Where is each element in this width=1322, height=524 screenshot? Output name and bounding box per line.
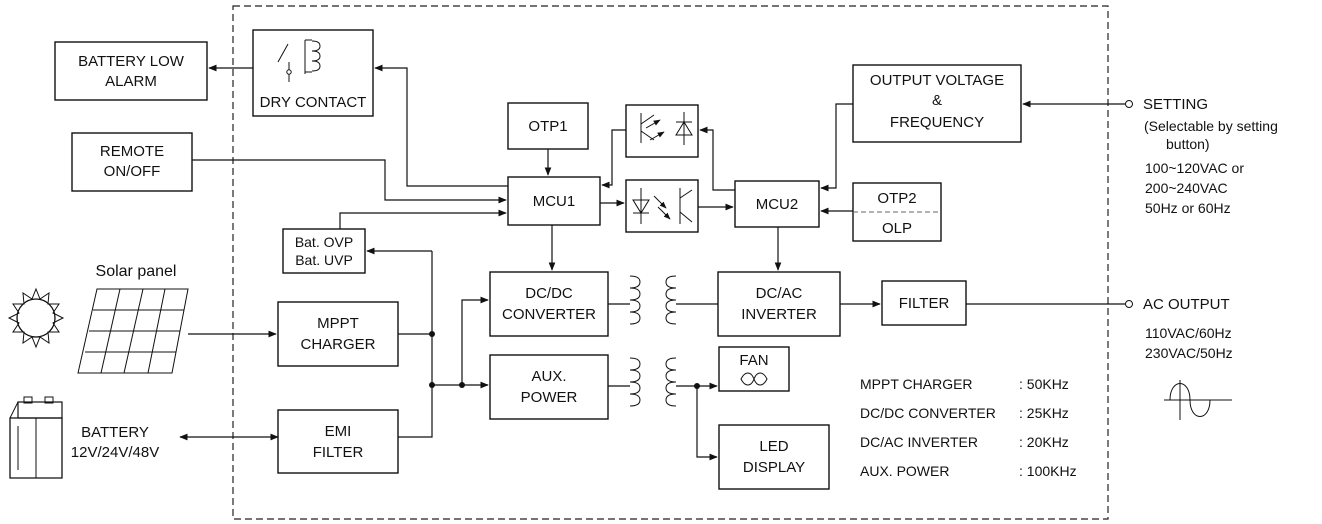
- solar-panel-label: Solar panel: [96, 263, 177, 280]
- transformer-icon: [629, 357, 677, 407]
- battery-low-alarm-line1: BATTERY LOW: [78, 53, 185, 70]
- optocoupler-top: [625, 104, 699, 158]
- battery-label: BATTERY: [81, 424, 149, 441]
- battery-voltage-label: 12V/24V/48V: [71, 444, 159, 461]
- otp2-label: OTP2: [877, 190, 916, 207]
- aux-line2: POWER: [521, 389, 578, 406]
- mcu1-block: MCU1: [507, 176, 601, 226]
- remote-onoff-block: REMOTE ON/OFF: [71, 132, 193, 192]
- transformer-icon: [629, 275, 677, 325]
- freq-value-1: : 25KHz: [1019, 405, 1069, 421]
- optocoupler-icon: [632, 188, 693, 224]
- freq-value-2: : 20KHz: [1019, 434, 1069, 450]
- mcu2-block: MCU2: [734, 180, 820, 228]
- fan-icon: [740, 372, 768, 386]
- emi-line2: FILTER: [313, 444, 364, 461]
- fan-block: FAN: [718, 346, 790, 392]
- setting-range2: 200~240VAC: [1145, 180, 1228, 196]
- led-display-block: LED DISPLAY: [718, 424, 830, 490]
- otp2-olp-block: OTP2 OLP: [852, 182, 942, 242]
- battery-icon: [9, 396, 63, 479]
- dcdc-line1: DC/DC: [525, 285, 573, 302]
- dry-contact-block: DRY CONTACT: [252, 29, 374, 117]
- output-vf-line3: FREQUENCY: [890, 114, 984, 131]
- filter-block: FILTER: [881, 280, 967, 326]
- dry-contact-label: DRY CONTACT: [260, 94, 367, 111]
- relay-icon: [277, 39, 321, 82]
- dcac-inverter-block: DC/AC INVERTER: [717, 271, 841, 337]
- filter-label: FILTER: [899, 295, 950, 312]
- unit-enclosure: [232, 5, 1109, 520]
- emi-line1: EMI: [325, 423, 352, 440]
- dcac-line1: DC/AC: [756, 285, 803, 302]
- ac-output-label: AC OUTPUT: [1143, 296, 1230, 313]
- fan-label: FAN: [739, 352, 768, 369]
- sine-wave-icon: [1164, 380, 1232, 420]
- battery-low-alarm-block: BATTERY LOW ALARM: [54, 41, 208, 101]
- dcdc-line2: CONVERTER: [502, 306, 596, 323]
- mppt-line2: CHARGER: [300, 336, 375, 353]
- freq-name-3: AUX. POWER: [860, 463, 949, 479]
- dcdc-converter-block: DC/DC CONVERTER: [489, 271, 609, 337]
- setting-desc-line1: (Selectable by setting: [1144, 118, 1278, 134]
- setting-range1: 100~120VAC or: [1145, 160, 1244, 176]
- ac-output-230: 230VAC/50Hz: [1145, 345, 1233, 361]
- mppt-line1: MPPT: [317, 315, 359, 332]
- optocoupler-icon: [640, 112, 693, 145]
- connections: [179, 64, 1133, 461]
- freq-value-3: : 100KHz: [1019, 463, 1077, 479]
- bat-uvp-label: Bat. UVP: [295, 252, 353, 268]
- battery-low-alarm-line2: ALARM: [105, 73, 157, 90]
- freq-value-0: : 50KHz: [1019, 376, 1069, 392]
- mcu1-label: MCU1: [533, 193, 576, 210]
- aux-line1: AUX.: [531, 368, 566, 385]
- remote-line1: REMOTE: [100, 143, 164, 160]
- mcu2-label: MCU2: [756, 196, 799, 213]
- output-vf-line1: OUTPUT VOLTAGE: [870, 72, 1004, 89]
- aux-power-block: AUX. POWER: [489, 354, 609, 420]
- olp-label: OLP: [882, 220, 912, 237]
- led-line1: LED: [759, 438, 788, 455]
- led-line2: DISPLAY: [743, 459, 805, 476]
- dcac-line2: INVERTER: [741, 306, 817, 323]
- ac-output-110: 110VAC/60Hz: [1145, 325, 1232, 341]
- bat-ovp-uvp-block: Bat. OVP Bat. UVP: [282, 228, 366, 274]
- freq-name-1: DC/DC CONVERTER: [860, 405, 996, 421]
- otp1-label: OTP1: [528, 118, 567, 135]
- frequency-table: MPPT CHARGER : 50KHz DC/DC CONVERTER : 2…: [860, 376, 1077, 479]
- remote-line2: ON/OFF: [104, 163, 161, 180]
- sun-icon: [7, 287, 65, 349]
- solar-panel-icon: [77, 288, 189, 374]
- output-vf-line2: &: [932, 92, 942, 109]
- setting-desc-line2: button): [1166, 136, 1210, 152]
- emi-filter-block: EMI FILTER: [277, 409, 399, 474]
- output-voltage-frequency-block: OUTPUT VOLTAGE & FREQUENCY: [852, 64, 1022, 143]
- bat-ovp-label: Bat. OVP: [295, 234, 353, 250]
- otp1-block: OTP1: [507, 102, 589, 150]
- freq-name-2: DC/AC INVERTER: [860, 434, 978, 450]
- setting-frequency: 50Hz or 60Hz: [1145, 200, 1231, 216]
- optocoupler-bottom: [625, 179, 699, 233]
- setting-label: SETTING: [1143, 96, 1208, 113]
- freq-name-0: MPPT CHARGER: [860, 376, 973, 392]
- mppt-charger-block: MPPT CHARGER: [277, 301, 399, 367]
